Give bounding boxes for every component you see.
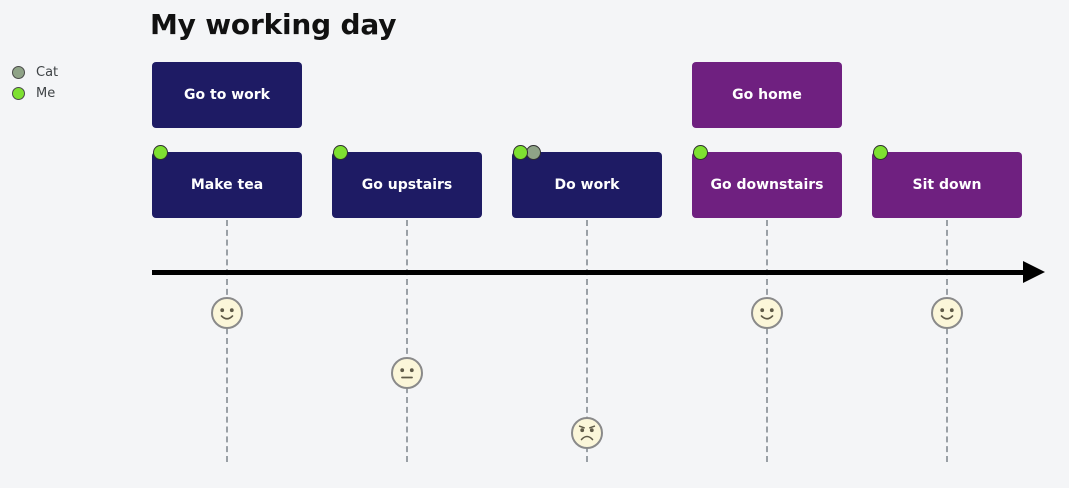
timeline-axis-line xyxy=(152,270,1025,275)
page-title: My working day xyxy=(150,8,397,41)
column-guide-line xyxy=(946,220,948,462)
event-box[interactable]: Go upstairs xyxy=(332,152,482,218)
event-box[interactable]: Go downstairs xyxy=(692,152,842,218)
participant-marker-me[interactable] xyxy=(333,145,348,160)
column-guide-line xyxy=(586,220,588,462)
legend-item[interactable]: Me xyxy=(12,83,132,104)
event-box[interactable]: Go home xyxy=(692,62,842,128)
event-box-label: Go to work xyxy=(184,87,270,103)
event-box-label: Sit down xyxy=(912,177,982,193)
happy-face-icon[interactable] xyxy=(750,296,784,330)
event-box[interactable]: Make tea xyxy=(152,152,302,218)
column-guide-line xyxy=(406,220,408,462)
event-box-label: Make tea xyxy=(190,177,264,193)
arrow-right-icon xyxy=(1023,261,1045,283)
column-guide-line xyxy=(226,220,228,462)
event-box-label: Go downstairs xyxy=(710,177,824,193)
legend-item[interactable]: Cat xyxy=(12,62,132,83)
legend-item-label: Cat xyxy=(36,65,59,80)
circle-marker-icon xyxy=(12,66,25,79)
event-box-label: Go home xyxy=(732,87,802,103)
sad-face-icon[interactable] xyxy=(570,416,604,450)
participant-marker-me[interactable] xyxy=(873,145,888,160)
participant-marker-cat[interactable] xyxy=(526,145,541,160)
neutral-face-icon[interactable] xyxy=(390,356,424,390)
legend-item-label: Me xyxy=(36,86,56,101)
participant-marker-me[interactable] xyxy=(693,145,708,160)
event-box[interactable]: Do work xyxy=(512,152,662,218)
event-box[interactable]: Sit down xyxy=(872,152,1022,218)
participant-marker-me[interactable] xyxy=(153,145,168,160)
participant-marker-me[interactable] xyxy=(513,145,528,160)
happy-face-icon[interactable] xyxy=(930,296,964,330)
event-box[interactable]: Go to work xyxy=(152,62,302,128)
happy-face-icon[interactable] xyxy=(210,296,244,330)
event-box-label: Do work xyxy=(554,177,620,193)
event-box-label: Go upstairs xyxy=(361,177,453,193)
column-guide-line xyxy=(766,220,768,462)
circle-marker-icon xyxy=(12,87,25,100)
